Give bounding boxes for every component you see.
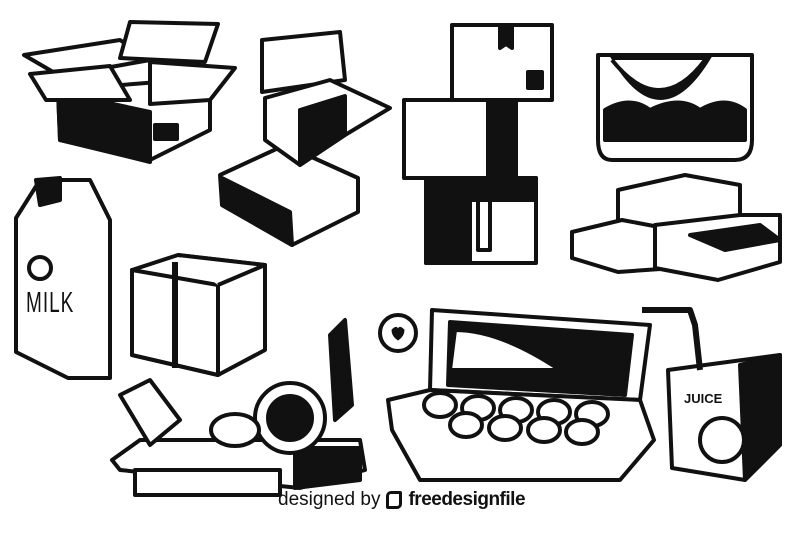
credit-prefix: designed by (278, 489, 381, 510)
milk-carton-icon (14, 176, 112, 380)
brand-logo-icon (386, 491, 403, 509)
milk-label: MILK (26, 288, 75, 320)
taped-box-icon (130, 253, 267, 377)
butter-blocks-icon (570, 173, 782, 282)
stacked-boxes-icon (218, 30, 392, 247)
egg-carton-icon (378, 308, 656, 482)
fruit-box-icon (110, 318, 367, 497)
credit-brand: freedesignfile (408, 489, 526, 510)
shipping-boxes-icon (402, 23, 554, 265)
juice-label: JUICE (684, 391, 723, 406)
juice-box-icon (642, 307, 782, 482)
credit-line: designed by freedesignfile (278, 489, 526, 511)
container-icon (596, 53, 754, 162)
open-box-icon (22, 20, 237, 164)
